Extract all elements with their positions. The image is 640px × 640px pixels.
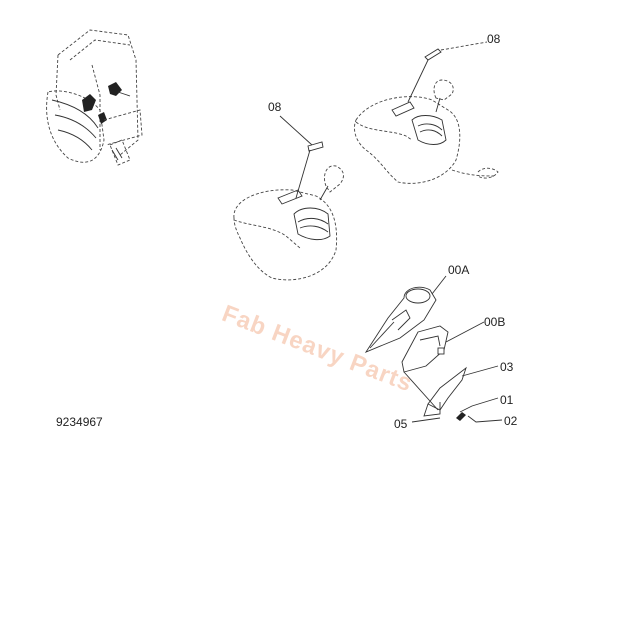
bracket-00B-drawing	[401, 321, 485, 373]
callout-05: 05	[394, 417, 408, 431]
callout-00A: 00A	[448, 263, 470, 277]
callout-00B: 00B	[484, 315, 506, 329]
right-joystick-drawing	[354, 41, 499, 184]
left-joystick-drawing	[233, 115, 344, 281]
callout-08-right: 08	[487, 32, 501, 46]
callout-03: 03	[500, 360, 514, 374]
drawing-number: 9234967	[56, 415, 103, 429]
callout-08-left: 08	[268, 100, 282, 114]
callout-02: 02	[504, 414, 518, 428]
cab-overview-drawing	[46, 29, 143, 166]
small-parts-drawing	[411, 397, 503, 423]
plate-03-drawing	[403, 365, 499, 417]
housing-00A-drawing	[364, 275, 447, 353]
callout-01: 01	[500, 393, 514, 407]
